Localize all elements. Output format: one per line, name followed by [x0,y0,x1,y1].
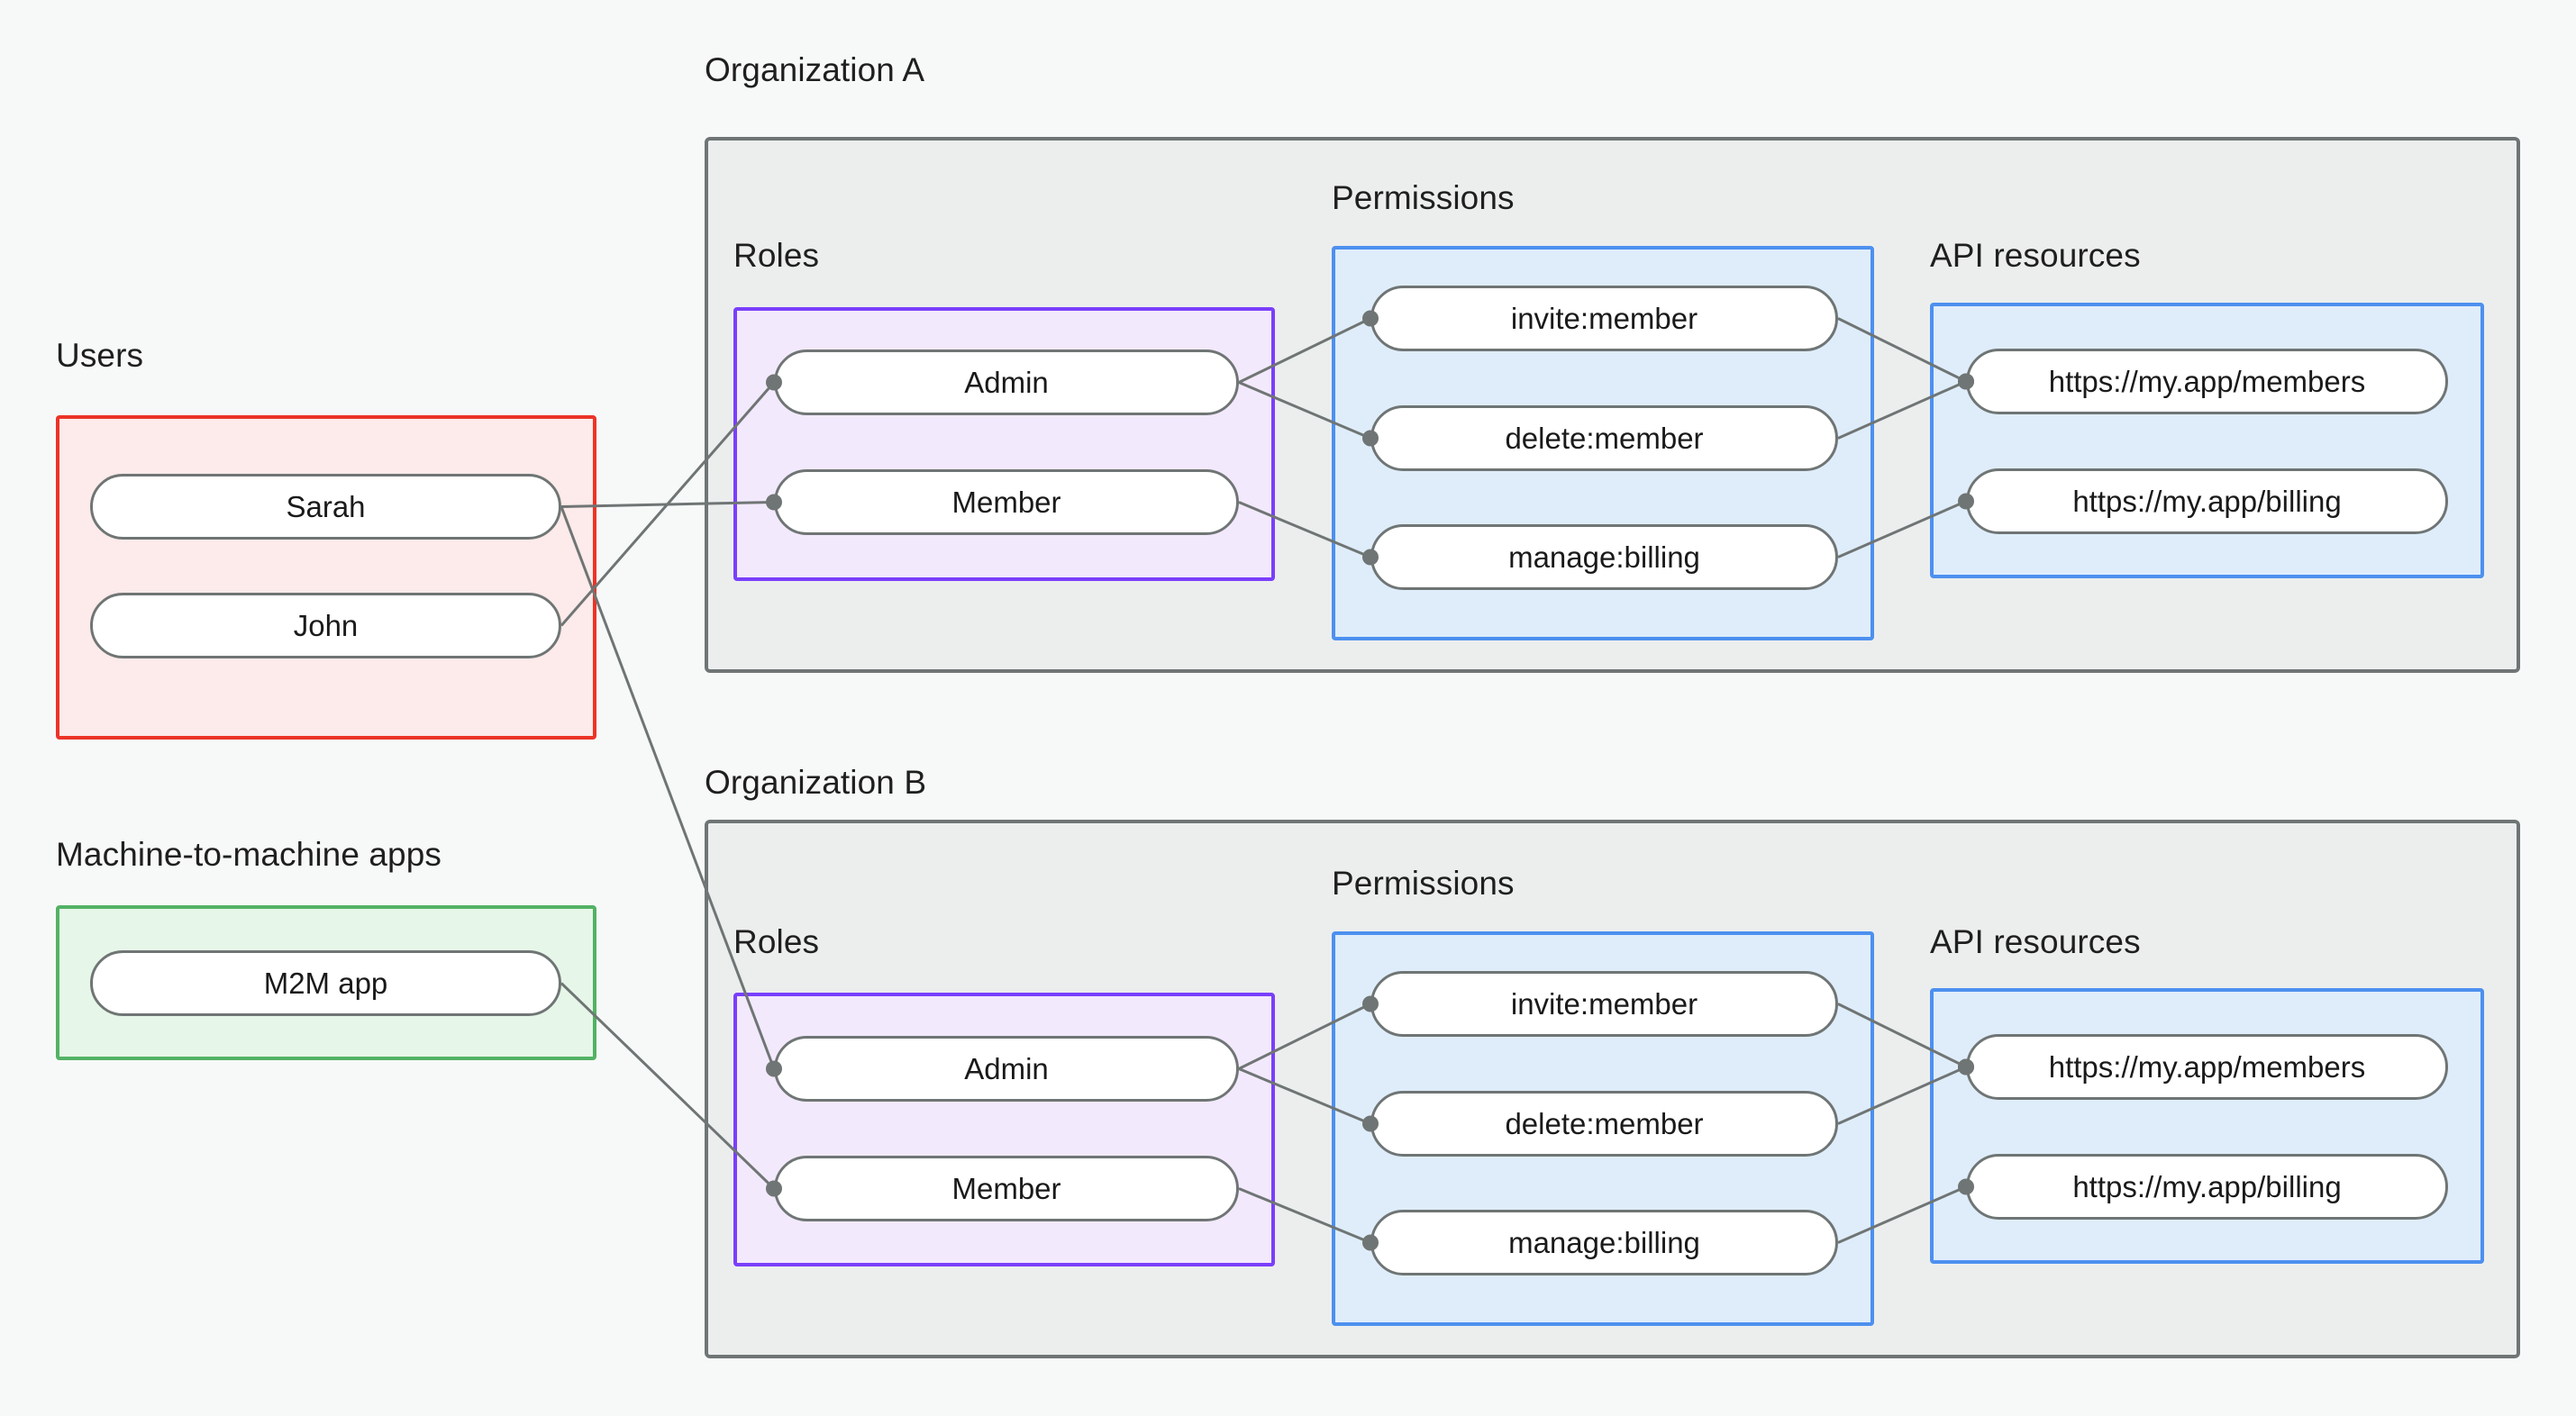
org-a-permission-invite-member[interactable]: invite:member [1370,286,1838,351]
org-a-role-member[interactable]: Member [774,469,1239,535]
org-a-api-resource-billing[interactable]: https://my.app/billing [1966,468,2448,534]
org-b-permission-delete-member[interactable]: delete:member [1370,1091,1838,1157]
org-b-api-resources-box [1930,988,2484,1264]
organization-b-label: Organization B [705,764,927,801]
org-a-permission-manage-billing[interactable]: manage:billing [1370,524,1838,590]
user-node-sarah[interactable]: Sarah [90,474,561,540]
m2m-app-node[interactable]: M2M app [90,950,561,1016]
user-node-john[interactable]: John [90,593,561,658]
org-b-permission-invite-member[interactable]: invite:member [1370,971,1838,1037]
org-a-api-resource-members[interactable]: https://my.app/members [1966,349,2448,414]
org-b-role-member[interactable]: Member [774,1156,1239,1221]
org-a-api-resources-box [1930,303,2484,578]
org-b-roles-label: Roles [733,923,820,960]
org-b-roles-box [733,993,1275,1266]
org-b-api-resource-members[interactable]: https://my.app/members [1966,1034,2448,1100]
organization-a-label: Organization A [705,51,925,88]
users-label: Users [56,337,144,374]
org-a-roles-box [733,307,1275,581]
m2m-apps-label: Machine-to-machine apps [56,836,442,873]
org-b-permissions-label: Permissions [1332,865,1515,902]
org-b-permission-manage-billing[interactable]: manage:billing [1370,1210,1838,1275]
org-a-roles-label: Roles [733,237,820,274]
org-a-role-admin[interactable]: Admin [774,349,1239,415]
org-a-permissions-label: Permissions [1332,179,1515,216]
org-b-role-admin[interactable]: Admin [774,1036,1239,1102]
org-b-api-resource-billing[interactable]: https://my.app/billing [1966,1154,2448,1220]
users-box [56,415,596,740]
org-a-api-resources-label: API resources [1930,237,2141,274]
org-b-api-resources-label: API resources [1930,923,2141,960]
org-a-permission-delete-member[interactable]: delete:member [1370,405,1838,471]
